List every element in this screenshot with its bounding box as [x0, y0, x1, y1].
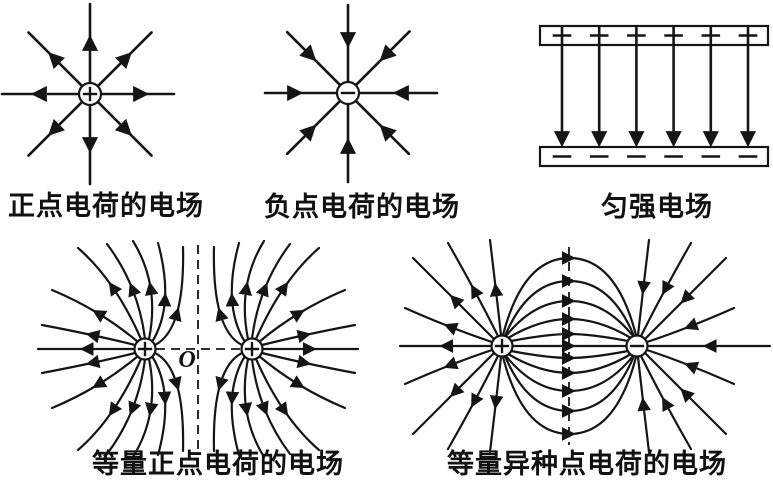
positive-point-charge-diagram — [0, 2, 176, 186]
midpoint-o-label: O — [178, 347, 196, 373]
caption-equal-positive-charges: 等量正点电荷的电场 — [92, 449, 344, 479]
negative-point-charge-diagram — [263, 3, 439, 184]
equal-positive-charges-diagram — [36, 239, 360, 459]
caption-negative-point-charge: 负点电荷的电场 — [264, 192, 460, 222]
caption-uniform-field: 匀强电场 — [601, 192, 713, 222]
uniform-field-plates-diagram — [538, 24, 770, 168]
caption-positive-point-charge: 正点电荷的电场 — [8, 191, 204, 221]
caption-opposite-charges: 等量异种点电荷的电场 — [447, 449, 727, 479]
opposite-charges-dipole-diagram — [398, 238, 772, 454]
